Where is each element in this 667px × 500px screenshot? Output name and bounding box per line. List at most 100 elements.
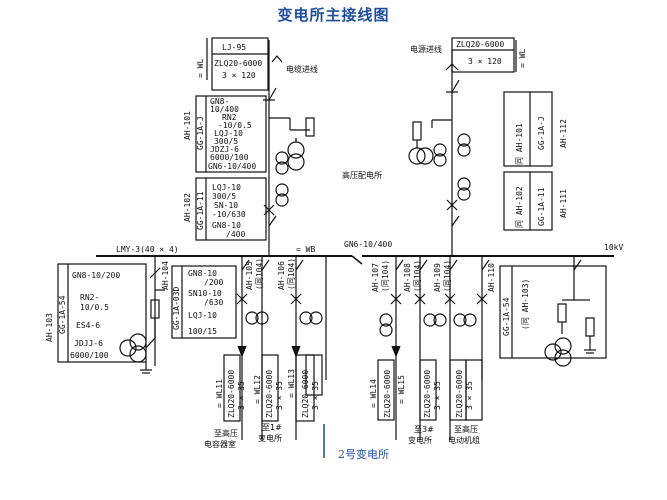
f4-cable: ZLQ20-6000 — [383, 370, 392, 418]
wl12-label: = WL12 — [253, 375, 262, 404]
dest1-l2: 电容器室 — [204, 439, 236, 449]
panel105-l3: /630 — [204, 298, 223, 307]
f3-size: 3 × 35 — [311, 381, 320, 410]
gg1a11-label: GG-1A-11 — [196, 191, 205, 230]
wb-label: = WB — [296, 245, 315, 254]
incoming-left-label: 电缆进线 — [286, 64, 318, 74]
kv10-label: 10kV — [604, 243, 623, 252]
wl-right-label: = WL — [518, 49, 527, 68]
left-cable-line3: 3 × 120 — [222, 71, 256, 80]
panel-ah102r-box — [503, 171, 553, 231]
dest2-l2: 变电所 — [258, 433, 282, 443]
dest3-l2: 变电所 — [408, 435, 432, 445]
panel-ah101-box — [195, 95, 267, 173]
panel103-l4: JDJJ-6 — [74, 339, 103, 348]
dest4-l2: 电动机组 — [448, 435, 480, 445]
f6-cable: ZLQ20-6000 — [455, 370, 464, 418]
f1-size: 3 × 35 — [237, 381, 246, 410]
wl14-label: = WL14 — [369, 379, 378, 408]
panel102-l2: SN-10 — [214, 201, 238, 210]
panel101-l0: GN8- — [210, 97, 229, 106]
ah106-same: (同104) — [287, 258, 296, 290]
panel-ah103-box — [57, 263, 147, 363]
lmy-label: LMY-3(40 × 4) — [116, 245, 179, 254]
ah108-same: (同104) — [413, 260, 422, 292]
gg1a54-label: GG-1A-54 — [58, 295, 67, 334]
ah109-label: AH-109 — [433, 263, 442, 292]
panel101-l7: 6000/100 — [210, 153, 249, 162]
panel101-l6: JDZJ-6 — [210, 145, 239, 154]
ah105-label: AH-105 — [245, 261, 254, 290]
panel103-l5: 6000/100 — [70, 351, 109, 360]
gg1aj-label: GG-1A-J — [196, 116, 205, 150]
bus-tie-switch — [351, 255, 363, 265]
panel101-l5: 300/5 — [214, 137, 238, 146]
gn6-label: GN6-10/400 — [344, 240, 392, 249]
hv-room-label: 高压配电所 — [342, 170, 382, 180]
left-cable-box — [211, 37, 269, 91]
left-cable-line2: ZLQ20-6000 — [214, 59, 262, 68]
panel-ah105-box — [171, 265, 237, 339]
ah104-label: AH-104 — [161, 261, 170, 290]
panel101-l3: -10/0.5 — [218, 121, 252, 130]
panel-ah110-box — [499, 265, 607, 359]
ah102r-label: 同 AH-102 — [515, 186, 524, 228]
f2-cable: ZLQ20-6000 — [265, 370, 274, 418]
f3-cable: ZLQ20-6000 — [301, 370, 310, 418]
panel101-l2: RN2 — [222, 113, 237, 122]
f5-size: 3 × 35 — [433, 381, 442, 410]
dest4-l1: 至高压 — [454, 424, 478, 434]
gg1a03d-label: GG-1A-03D — [172, 286, 181, 330]
f2-size: 3 × 35 — [275, 381, 284, 410]
ah106-label: AH-106 — [277, 261, 286, 290]
ah112-label: AH-112 — [559, 119, 568, 148]
f1-cable: ZLQ20-6000 — [227, 370, 236, 418]
panel101-l4: LQJ-10 — [214, 129, 243, 138]
gg1a54r-label: GG-1A-54 — [502, 297, 511, 336]
panel103-l2: 10/0.5 — [80, 303, 109, 312]
panel101-l1: 10/400 — [210, 105, 239, 114]
f6-size: 3 × 35 — [465, 381, 474, 410]
ah109-same: (同104) — [443, 260, 452, 292]
ah111-label: AH-111 — [559, 189, 568, 218]
panel-ah102-box — [195, 177, 267, 241]
same103-label: (同 AH-103) — [521, 279, 530, 330]
wl13-label: = WL13 — [287, 369, 296, 398]
panel-ah101r-box — [503, 91, 553, 167]
ah102-label: AH-102 — [183, 193, 192, 222]
f5-cable: ZLQ20-6000 — [423, 370, 432, 418]
panel101-l8: GN6-10/400 — [208, 162, 256, 171]
ah108-label: AH-108 — [403, 263, 412, 292]
panel105-l1: /200 — [204, 278, 223, 287]
panel102-l0: LQJ-10 — [212, 183, 241, 192]
dest2-l1: 至1# — [262, 423, 282, 432]
panel105-l4: LQJ-10 — [188, 311, 217, 320]
gg1a11r-label: GG-1A-11 — [537, 187, 546, 226]
ah105-same: (同104) — [255, 258, 264, 290]
left-cable-line1: LJ-95 — [222, 43, 246, 52]
right-cable-line1: ZLQ20-6000 — [456, 40, 504, 49]
panel103-l1: RN2- — [80, 293, 99, 302]
panel105-l2: SN10-10 — [188, 289, 222, 298]
ah101-label: AH-101 — [183, 111, 192, 140]
ah107-same: (同104) — [381, 260, 390, 292]
ah103-label: AH-103 — [45, 313, 54, 342]
caption-label: 2号变电所 — [338, 448, 389, 461]
panel102-l3: -10/630 — [212, 210, 246, 219]
gg1ajr-label: GG-1A-J — [537, 116, 546, 150]
panel102-l4: GN8-10 — [212, 221, 241, 230]
panel105-l0: GN8-10 — [188, 269, 217, 278]
right-cable-line2: 3 × 120 — [468, 57, 502, 66]
page-title: 变电所主接线图 — [277, 6, 390, 24]
wl15-label: = WL15 — [397, 375, 406, 404]
panel105-l5: 100/15 — [188, 327, 217, 336]
dest3-l1: 至3# — [414, 425, 434, 434]
panel103-l0: GN8-10/200 — [72, 271, 120, 280]
panel102-l1: 300/5 — [212, 192, 236, 201]
panel102-l5: /400 — [226, 230, 245, 239]
wl11-label: = WL11 — [215, 379, 224, 408]
panel103-l3: ES4-6 — [76, 321, 100, 330]
dest1-l1: 至高压 — [214, 428, 238, 438]
